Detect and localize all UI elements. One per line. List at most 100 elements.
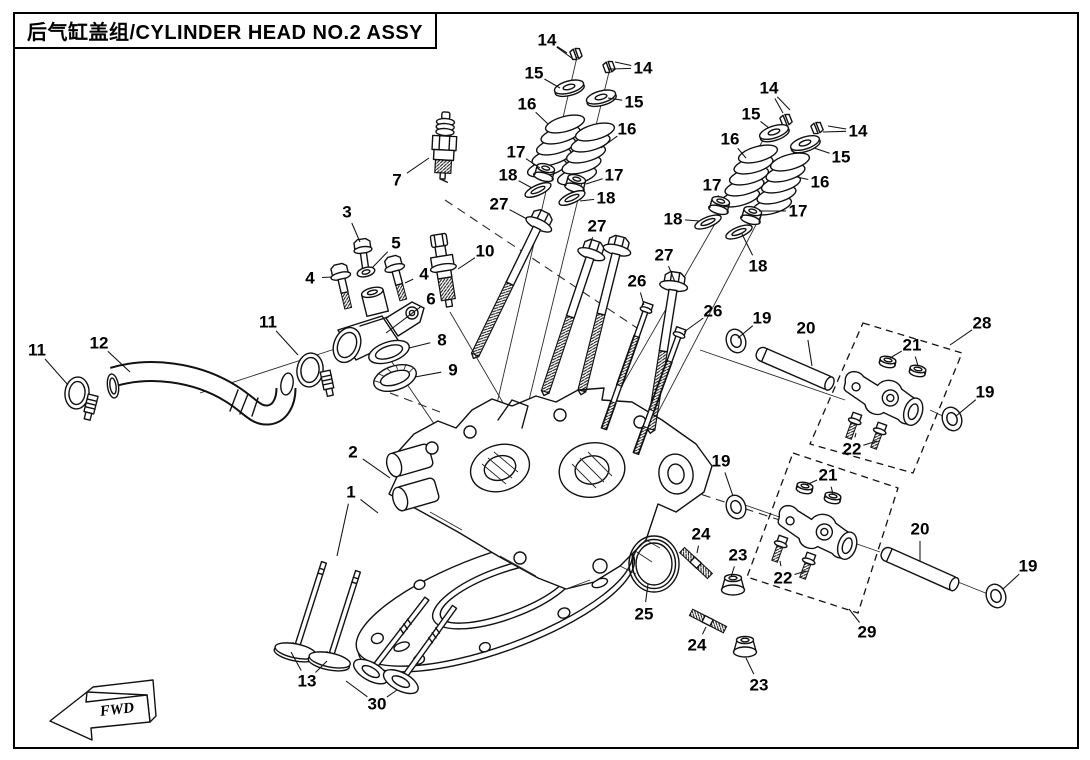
callout-23: 23 bbox=[750, 676, 769, 695]
callout-28: 28 bbox=[973, 314, 992, 333]
leader-line bbox=[544, 78, 561, 89]
leader-line bbox=[362, 458, 391, 479]
part-9-o-ring bbox=[373, 363, 417, 392]
callout-26: 26 bbox=[704, 302, 723, 321]
part-4-bolt-b bbox=[381, 253, 414, 304]
leader-line bbox=[645, 583, 649, 603]
leader-line bbox=[321, 276, 333, 279]
callout-18: 18 bbox=[597, 189, 616, 208]
part-10-temp-sensor bbox=[429, 232, 457, 308]
part-19-washer-a bbox=[722, 325, 750, 357]
leader-line bbox=[414, 371, 442, 378]
callout-1: 1 bbox=[346, 483, 355, 502]
callout-27: 27 bbox=[490, 195, 509, 214]
callout-7: 7 bbox=[392, 171, 401, 190]
title-block: 后气缸盖组/CYLINDER HEAD NO.2 ASSY bbox=[13, 12, 437, 49]
leader-line bbox=[556, 46, 568, 54]
leader-line bbox=[600, 135, 618, 149]
callout-13: 13 bbox=[298, 672, 317, 691]
callout-18: 18 bbox=[664, 210, 683, 229]
part-4-bolt-a bbox=[327, 261, 359, 312]
leader-line bbox=[779, 560, 782, 567]
part-5-washer bbox=[356, 266, 376, 278]
callout-30: 30 bbox=[368, 695, 387, 714]
leader-line bbox=[774, 98, 784, 114]
part-11-hose-clamp-a bbox=[64, 376, 99, 422]
leader-line bbox=[371, 251, 389, 269]
leader-line bbox=[588, 237, 594, 248]
callout-23: 23 bbox=[729, 546, 748, 565]
callout-8: 8 bbox=[437, 331, 446, 350]
leader-line bbox=[949, 329, 973, 346]
callout-21: 21 bbox=[819, 466, 838, 485]
part-20-rocker-shaft-a bbox=[753, 344, 837, 393]
leader-line bbox=[794, 570, 807, 576]
leader-line bbox=[737, 325, 754, 339]
leader-line bbox=[535, 111, 549, 125]
leader-line bbox=[822, 130, 847, 133]
callout-22: 22 bbox=[774, 569, 793, 588]
leader-line bbox=[351, 222, 361, 243]
leader-line bbox=[639, 292, 645, 306]
callout-14: 14 bbox=[538, 31, 557, 50]
leader-line bbox=[579, 198, 595, 202]
part-19-washer-c bbox=[722, 491, 750, 523]
leader-line bbox=[44, 358, 69, 386]
fwd-label: FWD bbox=[98, 700, 135, 720]
callout-14: 14 bbox=[760, 79, 779, 98]
leader-line bbox=[614, 61, 632, 67]
callout-3: 3 bbox=[342, 203, 351, 222]
callout-14: 14 bbox=[849, 122, 868, 141]
callout-15: 15 bbox=[742, 105, 761, 124]
leader-line bbox=[730, 566, 735, 578]
leader-line bbox=[585, 178, 603, 185]
part-19-washer-d bbox=[982, 580, 1010, 612]
callout-27: 27 bbox=[588, 217, 607, 236]
leader-line bbox=[275, 330, 299, 356]
page-border bbox=[13, 12, 1079, 749]
part-12-water-hose bbox=[106, 361, 297, 426]
callout-19: 19 bbox=[976, 383, 995, 402]
leader-line bbox=[336, 503, 349, 557]
part-2-cylinder-head-body bbox=[385, 387, 713, 590]
callout-17: 17 bbox=[507, 143, 526, 162]
part-23-nut-b bbox=[732, 635, 758, 658]
callout-15: 15 bbox=[832, 148, 851, 167]
callout-12: 12 bbox=[90, 334, 109, 353]
callout-24: 24 bbox=[688, 636, 707, 655]
callout-26: 26 bbox=[628, 272, 647, 291]
leader-line bbox=[955, 399, 977, 417]
part-29-rocker-assembly bbox=[746, 452, 899, 614]
part-11-hose-clamp-b bbox=[296, 352, 336, 398]
leader-line bbox=[807, 339, 813, 367]
leader-line bbox=[556, 46, 574, 60]
callout-16: 16 bbox=[518, 95, 537, 114]
callout-16: 16 bbox=[811, 173, 830, 192]
fwd-arrow: FWD bbox=[49, 679, 157, 741]
callout-20: 20 bbox=[911, 520, 930, 539]
callout-19: 19 bbox=[712, 452, 731, 471]
callout-17: 17 bbox=[605, 166, 624, 185]
part-23-nut-a bbox=[720, 573, 746, 596]
callout-5: 5 bbox=[391, 234, 400, 253]
leader-line bbox=[386, 689, 398, 698]
leader-line bbox=[385, 305, 422, 334]
leader-line bbox=[776, 96, 791, 111]
leader-line bbox=[408, 342, 431, 349]
leader-line bbox=[607, 97, 623, 101]
leader-line bbox=[760, 120, 770, 129]
leader-line bbox=[509, 209, 528, 220]
callout-22: 22 bbox=[843, 440, 862, 459]
callout-19: 19 bbox=[1019, 557, 1038, 576]
part-19-washer-b bbox=[938, 403, 966, 435]
part-8-gasket bbox=[368, 339, 410, 365]
callout-17: 17 bbox=[703, 176, 722, 195]
leader-line bbox=[610, 67, 632, 70]
callout-19: 19 bbox=[753, 309, 772, 328]
leader-line bbox=[518, 180, 533, 189]
part-24-stud-b bbox=[688, 608, 728, 634]
part-28-rocker-assembly bbox=[809, 322, 963, 474]
leader-line bbox=[741, 233, 754, 256]
callout-16: 16 bbox=[721, 130, 740, 149]
leader-line bbox=[1002, 573, 1020, 590]
